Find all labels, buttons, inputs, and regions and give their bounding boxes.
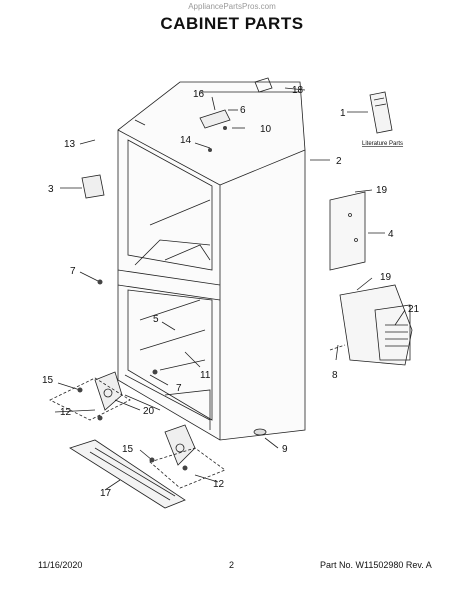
part-18 (254, 77, 273, 93)
footer-page-number: 2 (229, 560, 235, 570)
callout-10: 10 (260, 124, 272, 135)
callout-12a: 12 (60, 407, 72, 418)
machine-compartment-grille (339, 284, 413, 366)
bracket-3 (81, 174, 105, 199)
rear-cover-panel (329, 191, 366, 271)
callout-18: 18 (292, 85, 304, 96)
callout-19a: 19 (376, 185, 388, 196)
callout-6: 6 (240, 105, 246, 116)
toe-grille (69, 439, 186, 509)
callout-8: 8 (332, 370, 338, 381)
hinge-bracket-right (164, 424, 196, 466)
callout-7a: 7 (70, 266, 76, 277)
leveling-foot (253, 428, 267, 436)
footer-date: 11/16/2020 (38, 560, 83, 570)
callout-15a: 15 (42, 375, 54, 386)
callout-16: 16 (193, 89, 205, 100)
cabinet-body (117, 81, 306, 441)
callout-5: 5 (153, 314, 159, 325)
page-title: CABINET PARTS (160, 14, 304, 33)
callout-9: 9 (282, 444, 288, 455)
literature-parts (369, 91, 393, 134)
callout-14: 14 (180, 135, 192, 146)
callout-1: 1 (340, 108, 346, 119)
top-hinge (199, 109, 231, 129)
callout-19b: 19 (380, 272, 392, 283)
callout-3: 3 (48, 184, 54, 195)
callout-12b: 12 (213, 479, 225, 490)
callout-4: 4 (388, 229, 394, 240)
callout-13: 13 (64, 139, 76, 150)
callout-11: 11 (200, 370, 211, 381)
callout-15b: 15 (122, 444, 134, 455)
cabinet-parts-diagram: 1 Literature Parts 2 3 4 5 6 7 7 8 9 10 … (42, 77, 420, 509)
callout-7b: 7 (176, 383, 182, 394)
callout-21: 21 (408, 304, 420, 315)
callout-2: 2 (336, 156, 342, 167)
callout-17: 17 (100, 488, 112, 499)
footer-part-number: Part No. W11502980 Rev. A (320, 560, 432, 570)
callout-20: 20 (143, 406, 155, 417)
watermark: AppliancePartsPros.com (188, 2, 276, 11)
literature-parts-label: Literature Parts (362, 141, 403, 147)
